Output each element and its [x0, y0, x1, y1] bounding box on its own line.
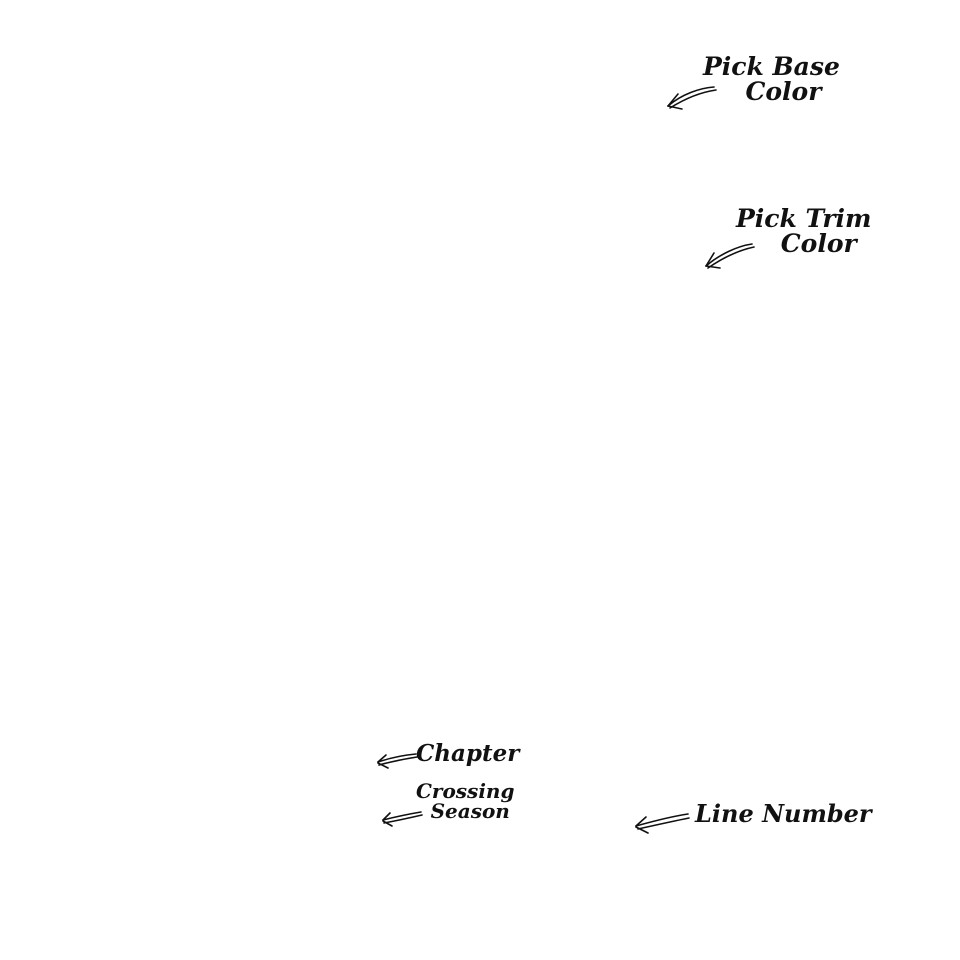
line-number-arrow-icon: [635, 813, 690, 834]
line-number-label: Line Number: [695, 799, 872, 828]
crossing-season-arrow-icon: [382, 811, 423, 827]
pick-base-color-label: Pick Base Color: [703, 54, 840, 104]
pick-base-color-line2: Color: [745, 77, 822, 106]
trim-color-arrow-icon: [705, 243, 755, 269]
base-color-arrow-icon: [667, 86, 717, 110]
chapter-label: Chapter: [416, 740, 520, 767]
pick-base-color-line1: Pick Base: [703, 52, 840, 81]
crossing-season-line1: Crossing: [416, 779, 515, 803]
pick-trim-color-line1: Pick Trim: [736, 204, 872, 233]
pick-trim-color-line2: Color: [780, 229, 857, 258]
crossing-season-label: Crossing Season: [416, 781, 514, 821]
crossing-season-line2: Season: [430, 799, 510, 823]
pick-trim-color-label: Pick Trim Color: [736, 206, 871, 256]
chapter-arrow-icon: [377, 753, 418, 769]
